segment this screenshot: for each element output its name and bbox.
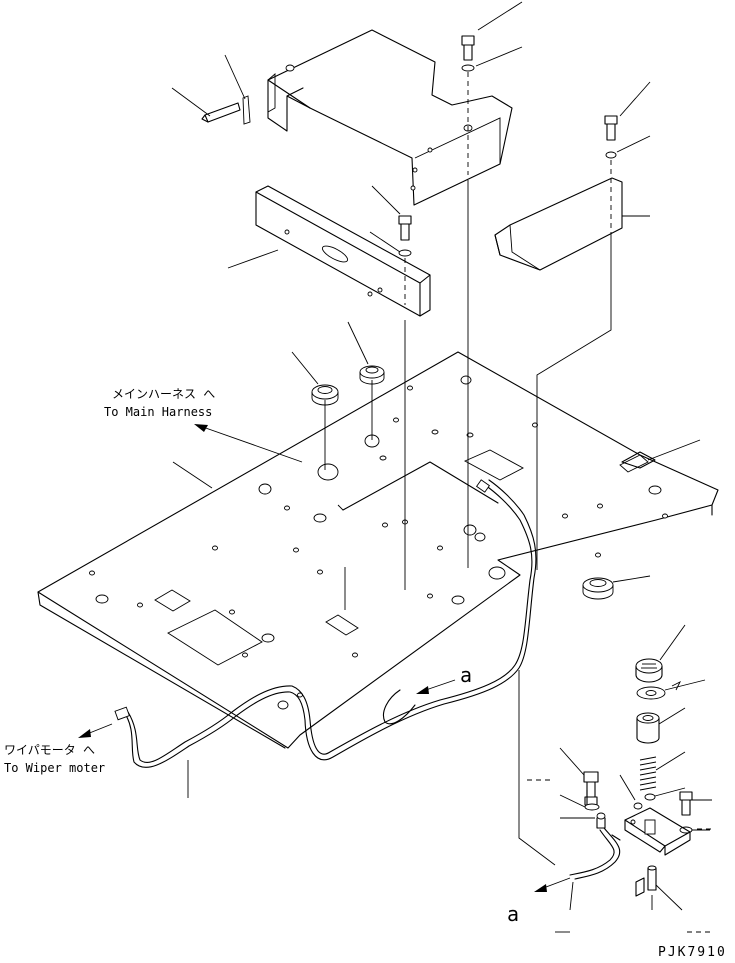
right-cover xyxy=(494,177,650,271)
arrow-to-main-harness xyxy=(194,424,303,463)
bolt-top-right xyxy=(604,81,651,230)
grommet-left xyxy=(291,351,339,406)
floor-plate xyxy=(37,351,719,749)
floor-clip xyxy=(621,439,701,469)
ref-a-upper: a xyxy=(460,663,472,687)
bolt-left-panel xyxy=(369,185,412,305)
screw-and-clip xyxy=(171,54,246,123)
arrow-ref-a-lower xyxy=(534,877,571,892)
grommet-right xyxy=(347,321,385,385)
label-wiper-en: To Wiper moter xyxy=(4,761,105,775)
drawing-number: PJK7910 xyxy=(658,945,727,959)
floor-holes xyxy=(89,375,668,710)
label-main-harness-jp: メインハーネス へ xyxy=(112,387,215,401)
bolt-top-center xyxy=(461,1,523,175)
leader-lines xyxy=(172,180,612,866)
switch-assembly xyxy=(555,624,712,933)
label-main-harness-en: To Main Harness xyxy=(104,405,212,419)
arrow-ref-a-upper xyxy=(416,679,456,694)
wire-harness xyxy=(114,479,537,798)
label-wiper-jp: ワイパモータ へ xyxy=(4,743,95,757)
left-panel xyxy=(227,185,431,317)
grommet-floor-right xyxy=(582,575,651,600)
arrow-to-wiper-motor xyxy=(78,723,113,738)
ref-a-lower: a xyxy=(507,902,519,926)
dashed-markers xyxy=(527,779,712,933)
